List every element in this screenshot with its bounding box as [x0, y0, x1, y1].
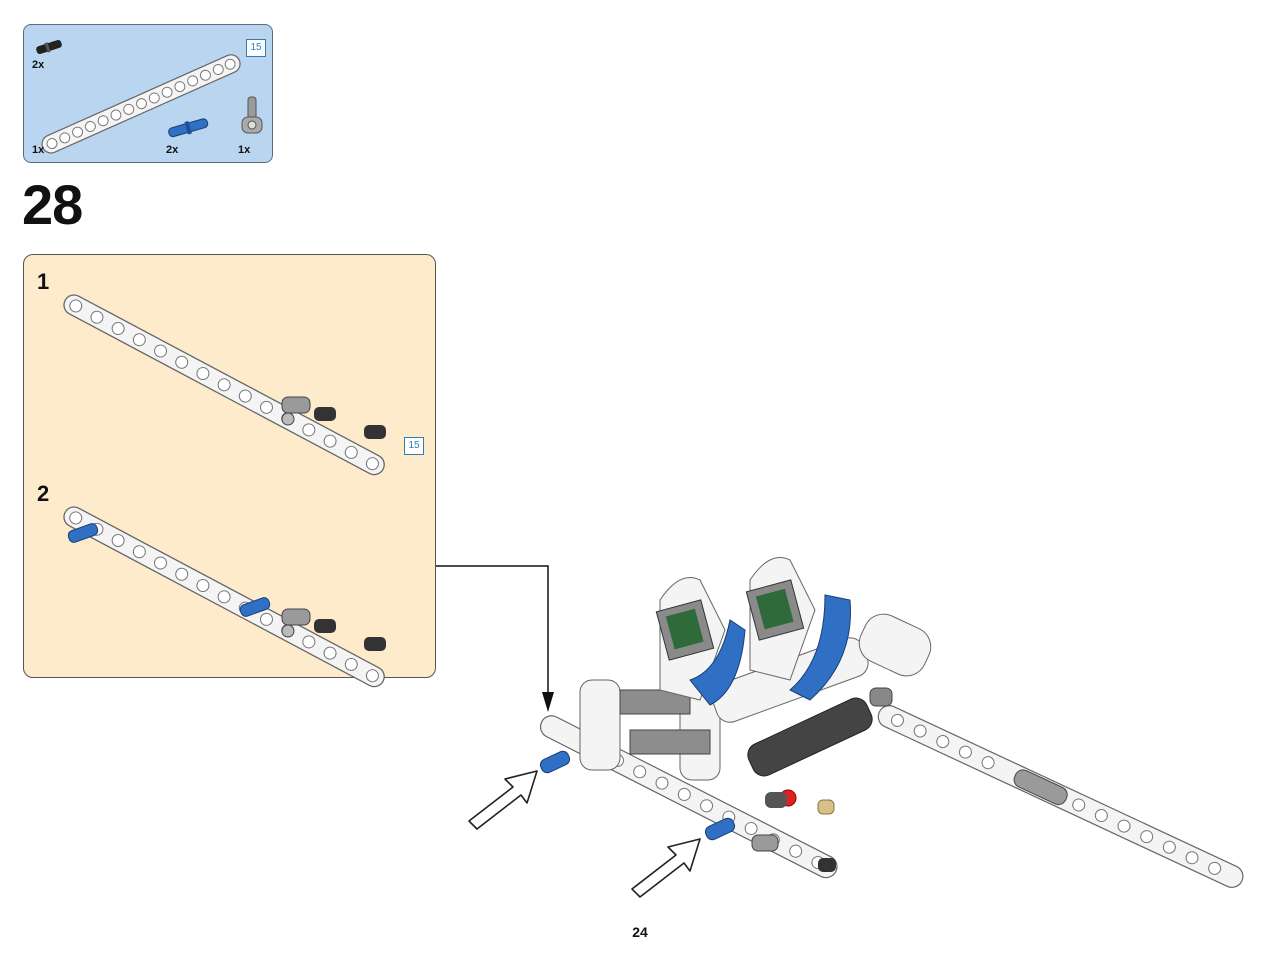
black-axle-pin-icon: [314, 619, 386, 651]
seat-left: [655, 577, 746, 706]
blue-axle-pin-icon: [168, 118, 209, 138]
seat-right: [745, 557, 851, 701]
substep-2-beam-illustration: [63, 506, 386, 688]
substep-1-length-badge: 15: [404, 437, 424, 455]
substep-1-number: 1: [37, 269, 50, 294]
step-number: 28: [22, 173, 83, 236]
substep-2-number: 2: [37, 481, 50, 506]
subassembly-panel: 1 15 2: [23, 254, 436, 688]
black-axle-pin-icon: [314, 407, 386, 439]
qty-blue-pin: 2x: [166, 144, 179, 156]
white-beam-15-icon: [41, 54, 241, 154]
parts-list-panel: 2x 15 1x 2x 1x: [23, 24, 273, 163]
gray-connector-icon: [241, 96, 263, 134]
page-number: 24: [632, 924, 648, 940]
qty-black-pin: 2x: [32, 59, 45, 71]
insert-arrow-left: [468, 770, 538, 830]
insert-arrow-right: [631, 838, 701, 898]
blue-axle-pin-icon: [67, 523, 271, 617]
qty-beam: 1x: [32, 144, 45, 156]
qty-connector: 1x: [238, 144, 251, 156]
gray-connector-icon: [281, 608, 311, 638]
main-assembly-illustration: [539, 557, 1244, 888]
substep-1-beam-illustration: [63, 294, 386, 476]
gray-connector-icon: [281, 396, 311, 426]
black-axle-pin-icon: [36, 39, 62, 55]
length-badge: 15: [246, 39, 266, 57]
